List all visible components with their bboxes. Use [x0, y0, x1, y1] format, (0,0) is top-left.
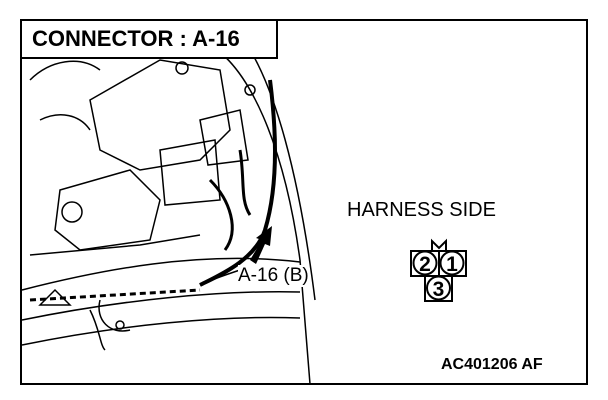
pin-number-3: 3 [433, 278, 445, 301]
diagram-title: CONNECTOR : A-16 [20, 19, 278, 59]
harness-side-label: HARNESS SIDE [347, 199, 496, 221]
figure-frame [20, 19, 588, 385]
connector-lock-tab [431, 238, 447, 251]
figure-code: AC401206 AF [441, 356, 543, 373]
pin-number-2: 2 [419, 253, 431, 276]
pin-number-1: 1 [446, 253, 458, 276]
connector-callout-label: A-16 (B) [238, 265, 309, 287]
